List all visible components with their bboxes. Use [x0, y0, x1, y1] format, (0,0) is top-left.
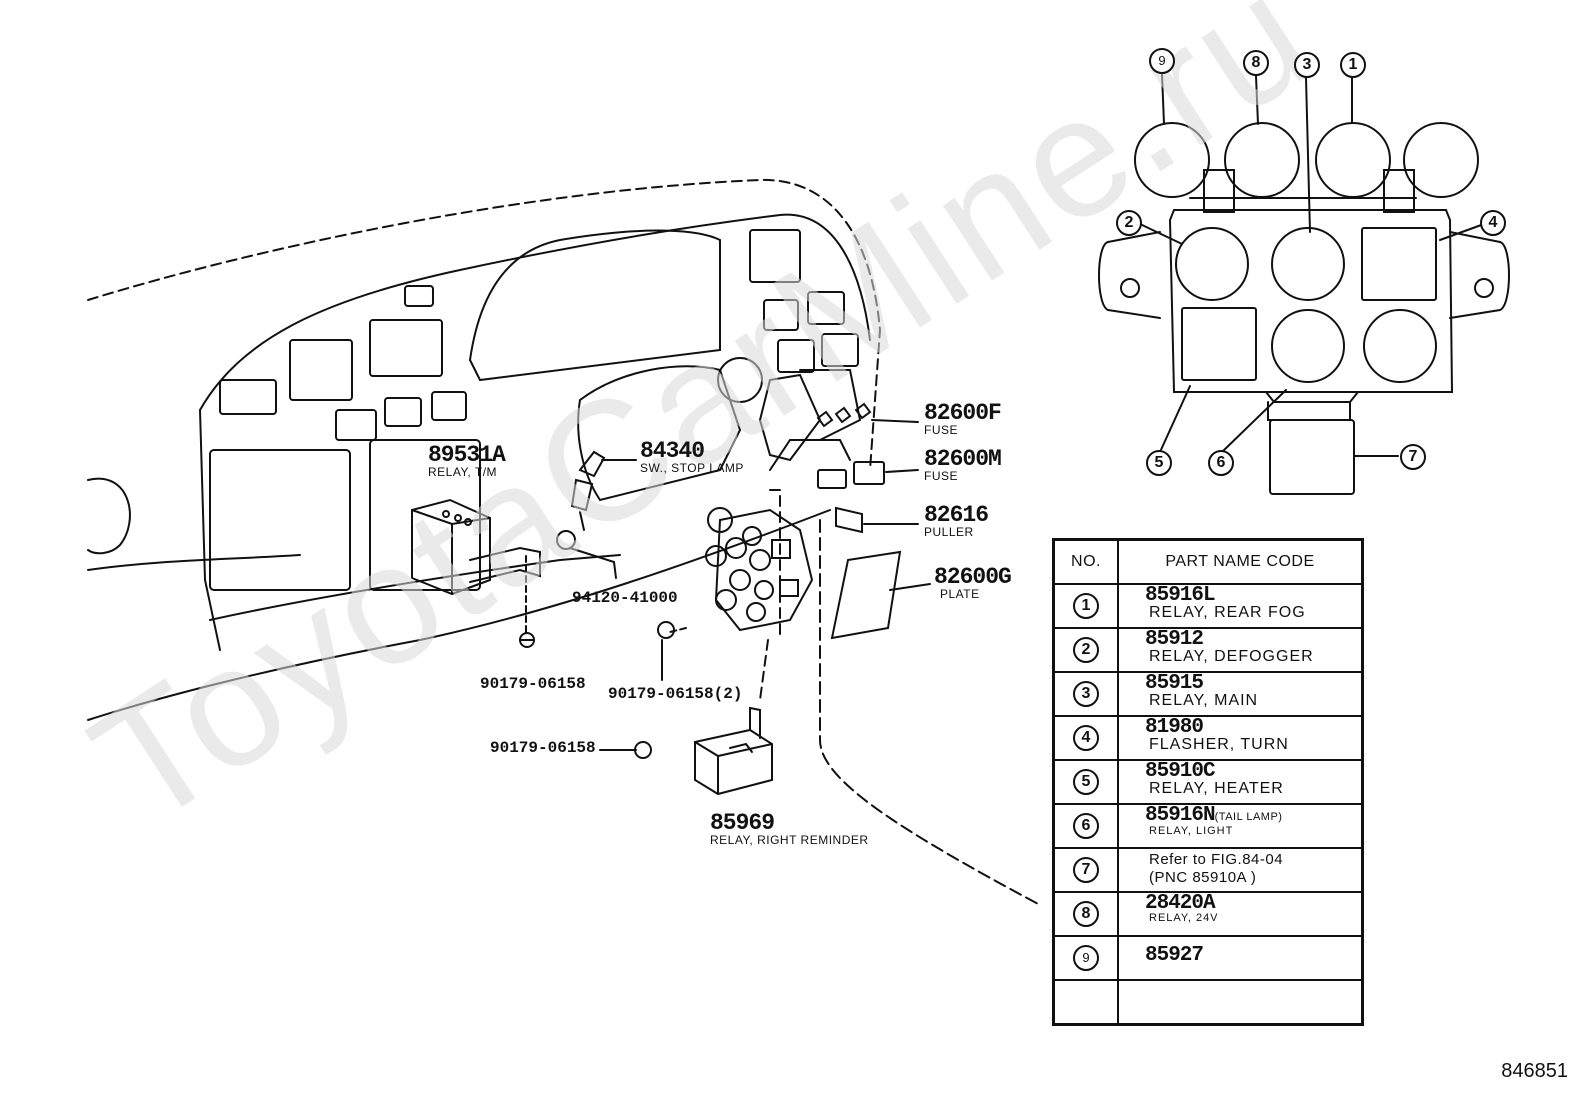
part-code: 81980	[1145, 716, 1204, 739]
part-code: 82600F	[924, 400, 1002, 426]
row-number: 4	[1073, 725, 1099, 751]
part-code: 85915	[1145, 672, 1204, 695]
table-row: 7 Refer to FIG.84-04(PNC 85910A )	[1052, 847, 1364, 893]
part-name: RELAY, RIGHT REMINDER	[710, 833, 869, 847]
row-number: 2	[1073, 637, 1099, 663]
part-code: 28420A	[1145, 892, 1216, 915]
figure-id: 846851	[1501, 1060, 1568, 1082]
part-desc: RELAY, DEFOGGER	[1149, 648, 1314, 665]
part-code-value: 85916N	[1145, 804, 1216, 827]
reference-line-2: (PNC 85910A )	[1149, 869, 1257, 886]
part-desc: RELAY, 24V	[1149, 912, 1219, 924]
part-name: FUSE	[924, 469, 959, 483]
row-number: 6	[1073, 813, 1099, 839]
part-desc: RELAY, LIGHT	[1149, 825, 1234, 837]
part-desc: RELAY, HEATER	[1149, 780, 1284, 797]
part-code: 85916L	[1145, 584, 1216, 607]
part-code-note: (TAIL LAMP)	[1214, 811, 1283, 823]
part-code: 82600M	[924, 446, 1002, 472]
row-number: 8	[1073, 901, 1099, 927]
table-header-row: NO. PART NAME CODE	[1052, 538, 1364, 585]
callout-3: 3	[1294, 52, 1320, 78]
part-code: 85912	[1145, 628, 1204, 651]
table-row-empty	[1052, 979, 1364, 1026]
label-90179-06158-lower: 90179-06158	[490, 739, 596, 757]
callout-6: 6	[1208, 450, 1234, 476]
part-code: 84340	[640, 438, 705, 464]
part-code: 85916N(TAIL LAMP)	[1119, 805, 1361, 826]
part-code: 82600G	[934, 564, 1012, 590]
label-94120-41000: 94120-41000	[572, 589, 678, 607]
part-code: 85927	[1145, 944, 1204, 967]
callout-9: 9	[1149, 48, 1175, 74]
table-row: 9 85927	[1052, 935, 1364, 981]
header-part-name-code: PART NAME CODE	[1117, 538, 1364, 585]
part-desc: RELAY, REAR FOG	[1149, 604, 1306, 621]
callout-8: 8	[1243, 50, 1269, 76]
table-row: 6 85916N(TAIL LAMP)RELAY, LIGHT	[1052, 803, 1364, 849]
part-name: FUSE	[924, 423, 959, 437]
callout-5: 5	[1146, 450, 1172, 476]
part-desc: RELAY, MAIN	[1149, 692, 1259, 709]
row-number: 7	[1073, 857, 1099, 883]
part-name: PULLER	[924, 525, 974, 539]
callout-7: 7	[1400, 444, 1426, 470]
row-number: 9	[1073, 945, 1099, 971]
header-no: NO.	[1052, 538, 1119, 585]
part-name: PLATE	[940, 587, 980, 601]
part-desc: FLASHER, TURN	[1149, 736, 1289, 753]
label-90179-06158-left: 90179-06158	[480, 675, 586, 693]
callout-2: 2	[1116, 210, 1142, 236]
part-name: SW., STOP LAMP	[640, 461, 744, 475]
row-number: 5	[1073, 769, 1099, 795]
row-number: 1	[1073, 593, 1099, 619]
part-code: 85969	[710, 810, 775, 836]
part-code: 85910C	[1145, 760, 1216, 783]
row-number: 3	[1073, 681, 1099, 707]
part-name: RELAY, T/M	[428, 465, 498, 479]
callout-1: 1	[1340, 52, 1366, 78]
label-90179-06158-2: 90179-06158(2)	[608, 685, 743, 703]
reference-line-1: Refer to FIG.84-04	[1149, 851, 1284, 868]
part-code: 82616	[924, 502, 989, 528]
callout-4: 4	[1480, 210, 1506, 236]
part-code: 89531A	[428, 442, 506, 468]
